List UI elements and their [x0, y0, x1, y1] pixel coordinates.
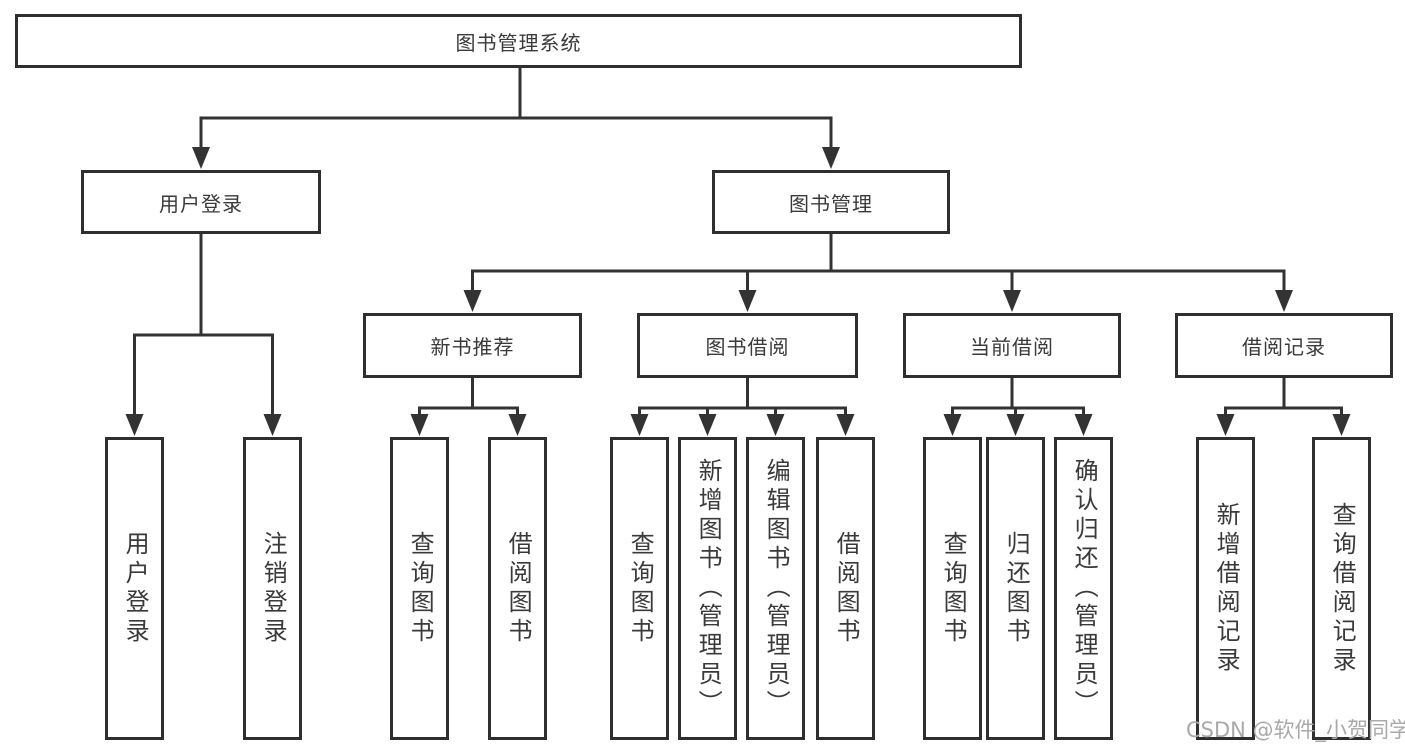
node-user-login: 用户登录 [81, 170, 321, 234]
leaf-edit-book-admin-label: 编辑图书（管理员） [762, 458, 791, 719]
leaf-logout: 注销登录 [243, 437, 302, 740]
leaf-query-borrow-record-label: 查询借阅记录 [1328, 501, 1357, 676]
leaf-add-book-admin-label: 新增图书（管理员） [694, 458, 723, 719]
leaf-query-books-recommend: 查询图书 [390, 437, 449, 740]
node-book-borrowing-label: 图书借阅 [705, 335, 790, 359]
leaf-add-book-admin: 新增图书（管理员） [678, 437, 737, 740]
node-new-book-recommendation: 新书推荐 [363, 313, 582, 378]
leaf-confirm-return-admin-label: 确认归还（管理员） [1070, 458, 1099, 719]
leaf-add-borrow-record-label: 新增借阅记录 [1212, 501, 1241, 676]
leaf-return-book-label: 归还图书 [1002, 530, 1031, 647]
leaf-query-books-recommend-label: 查询图书 [406, 530, 435, 647]
node-book-management: 图书管理 [712, 170, 950, 234]
leaf-logout-label: 注销登录 [259, 530, 288, 647]
node-borrowing-records-label: 借阅记录 [1242, 335, 1326, 359]
leaf-confirm-return-admin: 确认归还（管理员） [1054, 437, 1113, 740]
leaf-borrow-books-borrowing-label: 借阅图书 [832, 530, 861, 647]
node-user-login-label: 用户登录 [159, 191, 243, 216]
leaf-query-borrow-record: 查询借阅记录 [1312, 437, 1371, 740]
leaf-borrow-books-borrowing: 借阅图书 [816, 437, 875, 740]
node-current-borrowing-label: 当前借阅 [970, 335, 1054, 359]
connectors-root-to-level2 [192, 68, 840, 169]
connectors-book-management-branch [463, 234, 1293, 312]
leaf-query-books-current: 查询图书 [923, 437, 982, 740]
node-book-management-label: 图书管理 [789, 191, 873, 216]
node-library-system: 图书管理系统 [15, 14, 1022, 68]
leaf-add-borrow-record: 新增借阅记录 [1196, 437, 1255, 740]
connectors-current-borrow-branch [943, 378, 1093, 436]
connectors-borrow-records-branch [1216, 378, 1351, 436]
leaf-borrow-books-recommend: 借阅图书 [488, 437, 547, 740]
leaf-query-books-borrowing-label: 查询图书 [626, 530, 655, 647]
node-current-borrowing: 当前借阅 [903, 313, 1121, 378]
node-new-book-recommendation-label: 新书推荐 [430, 335, 515, 359]
node-library-system-label: 图书管理系统 [455, 30, 582, 55]
watermark: CSDN @软件_小贺同学 [1186, 718, 1405, 742]
connectors-new-book-branch [410, 378, 527, 436]
leaf-query-books-current-label: 查询图书 [939, 530, 968, 647]
leaf-user-login: 用户登录 [105, 437, 164, 740]
leaf-user-login-label: 用户登录 [121, 530, 150, 647]
node-borrowing-records: 借阅记录 [1175, 313, 1393, 378]
connectors-book-borrow-branch [630, 378, 855, 436]
leaf-query-books-borrowing: 查询图书 [610, 437, 669, 740]
connectors-user-login-branch [125, 234, 282, 436]
leaf-borrow-books-recommend-label: 借阅图书 [504, 530, 533, 647]
node-book-borrowing: 图书借阅 [637, 313, 858, 378]
leaf-edit-book-admin: 编辑图书（管理员） [746, 437, 805, 740]
leaf-return-book: 归还图书 [986, 437, 1045, 740]
